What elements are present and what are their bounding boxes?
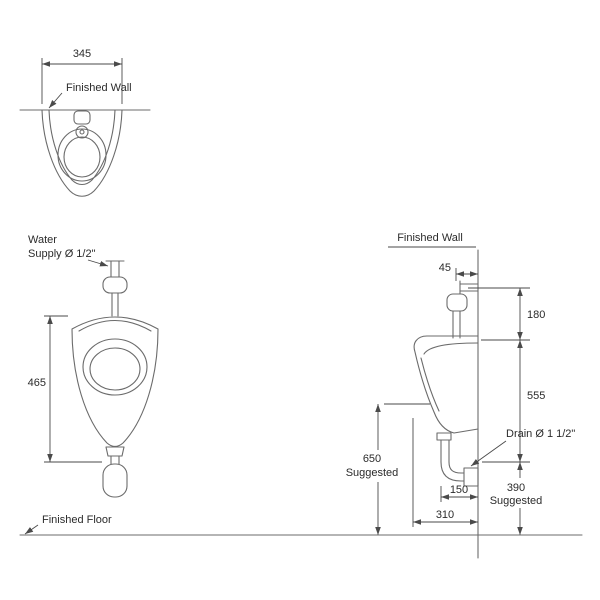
finished-wall-side-label: Finished Wall bbox=[397, 232, 463, 244]
outlet-trap bbox=[102, 463, 128, 498]
top-view bbox=[19, 109, 151, 197]
dim-45-label: 45 bbox=[439, 262, 451, 274]
drain-label: Drain Ø 1 1/2" bbox=[506, 428, 575, 440]
water-supply-leader bbox=[87, 259, 109, 267]
dim-390-label: 390 bbox=[507, 482, 525, 494]
flush-spud-circle bbox=[75, 125, 89, 139]
dim-150-label: 150 bbox=[450, 484, 468, 496]
urinal-top-outer-outline bbox=[41, 109, 123, 197]
front-view bbox=[71, 260, 159, 498]
urinal-top-inner-outline bbox=[48, 109, 116, 186]
urinal-side-front-inner bbox=[420, 357, 440, 412]
finished-floor-label: Finished Floor bbox=[42, 514, 112, 526]
finished-wall-top-label: Finished Wall bbox=[66, 82, 132, 94]
side-view bbox=[413, 249, 479, 559]
outlet-spud bbox=[105, 446, 125, 457]
finished-floor-leader bbox=[24, 524, 39, 535]
dim-390-note: Suggested bbox=[490, 495, 543, 507]
top-view-dimensions: 345 Finished Wall bbox=[41, 48, 132, 109]
side-drain-elbow-outer bbox=[440, 461, 465, 482]
side-drain-spud bbox=[436, 432, 452, 441]
water-supply-label-line2: Supply Ø 1/2" bbox=[28, 248, 96, 260]
urinal-front-outline bbox=[71, 316, 159, 448]
water-supply-label-line1: Water bbox=[28, 234, 57, 246]
side-drain-hub bbox=[463, 467, 479, 487]
dim-650-note: Suggested bbox=[346, 467, 399, 479]
dim-555-label: 555 bbox=[527, 390, 545, 402]
urinal-top-bowl-outline bbox=[57, 128, 107, 182]
urinal-side-outline bbox=[413, 335, 479, 434]
urinal-front-rim-line bbox=[78, 320, 152, 332]
front-view-dimensions: Water Supply Ø 1/2" 465 bbox=[28, 234, 109, 463]
urinal-front-bowl bbox=[82, 338, 148, 396]
flush-valve-body bbox=[102, 276, 128, 294]
urinal-top-bowl-inner bbox=[63, 136, 101, 178]
floor: Finished Floor bbox=[19, 514, 583, 536]
dim-310-label: 310 bbox=[436, 509, 454, 521]
finished-wall-top-leader bbox=[48, 92, 63, 109]
urinal-front-bowl-inner bbox=[89, 347, 141, 391]
dim-465-label: 465 bbox=[28, 377, 46, 389]
side-flush-valve-body bbox=[446, 293, 468, 312]
dim-650-label: 650 bbox=[363, 453, 381, 465]
side-drain-elbow-inner bbox=[448, 461, 465, 474]
urinal-side-rim-inner bbox=[423, 342, 479, 355]
drain-leader bbox=[470, 440, 507, 467]
dim-180-label: 180 bbox=[527, 309, 545, 321]
flush-spud-housing bbox=[73, 110, 91, 125]
dim-345-label: 345 bbox=[73, 48, 91, 60]
flush-spud-center bbox=[79, 129, 85, 135]
side-view-dimensions: Finished Wall 45 180 555 390 Suggested 6… bbox=[346, 232, 575, 535]
